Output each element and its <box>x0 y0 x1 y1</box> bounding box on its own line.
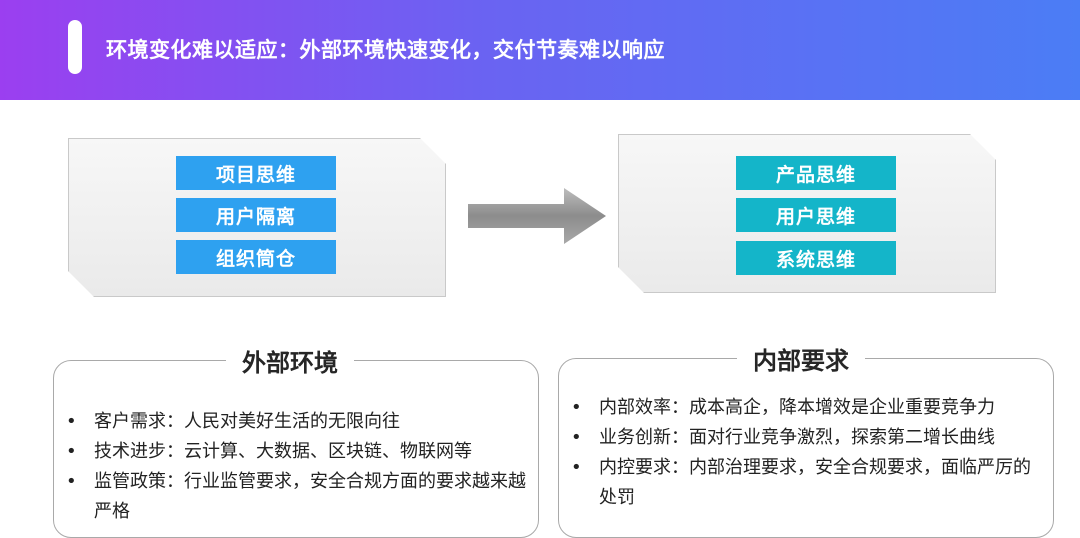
transition-arrow-icon <box>468 188 606 244</box>
external-environment-panel: 外部环境 •客户需求：人民对美好生活的无限向往 •技术进步：云计算、大数据、区块… <box>53 343 539 538</box>
bullet-icon: • <box>66 441 77 462</box>
bullet-icon: • <box>571 397 582 418</box>
after-item-system-thinking: 系统思维 <box>736 241 896 275</box>
external-environment-title: 外部环境 <box>226 343 354 378</box>
list-item: •内控要求：内部治理要求，安全合规要求，面临严厉的处罚 <box>571 453 1043 513</box>
list-item: •业务创新：面对行业竞争激烈，探索第二增长曲线 <box>571 423 1043 453</box>
internal-requirements-list: •内部效率：成本高企，降本增效是企业重要竞争力 •业务创新：面对行业竞争激烈，探… <box>571 393 1043 513</box>
after-card: 产品思维 用户思维 系统思维 <box>618 134 996 293</box>
bullet-icon: • <box>571 427 582 448</box>
header-banner: 环境变化难以适应：外部环境快速变化，交付节奏难以响应 <box>0 0 1080 100</box>
bullet-icon: • <box>66 411 77 432</box>
after-item-product-thinking: 产品思维 <box>736 156 896 190</box>
before-item-user-isolation: 用户隔离 <box>176 198 336 232</box>
after-item-user-thinking: 用户思维 <box>736 198 896 232</box>
list-item: •客户需求：人民对美好生活的无限向往 <box>66 407 526 437</box>
internal-requirements-title: 内部要求 <box>737 341 865 376</box>
external-environment-list: •客户需求：人民对美好生活的无限向往 •技术进步：云计算、大数据、区块链、物联网… <box>66 407 526 527</box>
header-title: 环境变化难以适应：外部环境快速变化，交付节奏难以响应 <box>106 38 665 62</box>
bullet-icon: • <box>66 471 77 492</box>
before-item-org-silos: 组织筒仓 <box>176 240 336 274</box>
list-item: •技术进步：云计算、大数据、区块链、物联网等 <box>66 437 526 467</box>
bullet-icon: • <box>571 457 582 478</box>
list-item: •监管政策：行业监管要求，安全合规方面的要求越来越严格 <box>66 467 526 527</box>
header-accent-bar <box>68 20 82 74</box>
before-item-project-thinking: 项目思维 <box>176 156 336 190</box>
before-card: 项目思维 用户隔离 组织筒仓 <box>68 138 446 297</box>
list-item: •内部效率：成本高企，降本增效是企业重要竞争力 <box>571 393 1043 423</box>
internal-requirements-panel: 内部要求 •内部效率：成本高企，降本增效是企业重要竞争力 •业务创新：面对行业竞… <box>558 341 1054 538</box>
